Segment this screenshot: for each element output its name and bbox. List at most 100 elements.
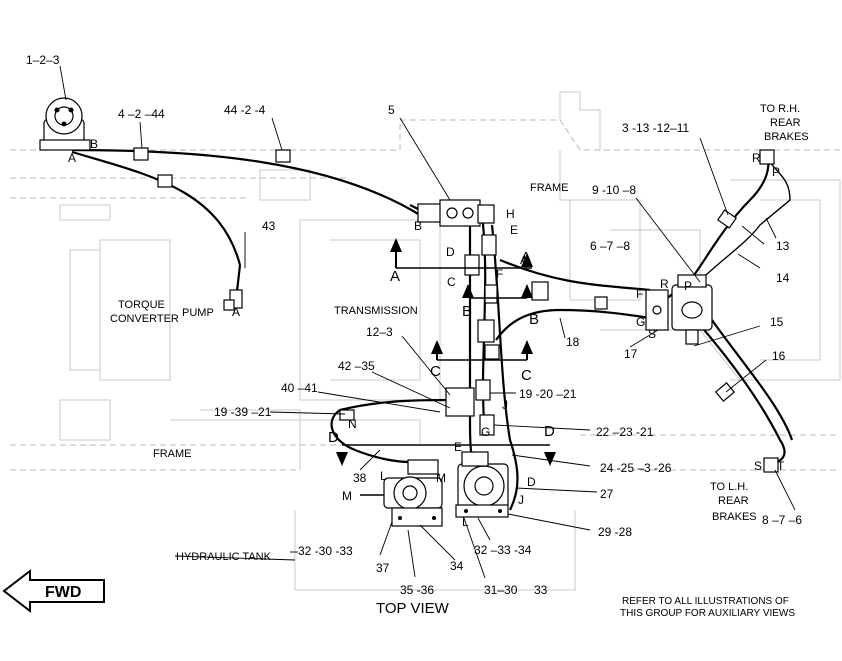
port-n: N	[348, 417, 357, 431]
label-hydraulic-tank: HYDRAULIC TANK	[176, 551, 272, 563]
callout-40-41: 40 –41	[281, 381, 318, 395]
callout-24-25-3-26: 24 -25 –3 -26	[600, 461, 672, 475]
line-transmission-right	[490, 224, 519, 511]
clamp-43	[157, 174, 173, 188]
leader-lines	[59, 65, 796, 579]
callout-numbers: 1–2–3 4 –2 –44 44 -2 -4 5 3 -13 -12–11 9…	[26, 53, 802, 597]
section-label-c-left: C	[430, 363, 441, 380]
label-pump: PUMP	[182, 307, 214, 319]
components	[39, 97, 779, 527]
port-t-brake: T	[777, 459, 785, 473]
valve-5	[417, 199, 495, 227]
section-label-a-right: A	[521, 249, 531, 266]
line-38	[330, 398, 451, 464]
port-e: E	[510, 223, 518, 237]
callout-42-35: 42 –35	[338, 359, 375, 373]
callout-12-3: 12–3	[366, 325, 393, 339]
clamp-18	[594, 296, 608, 310]
callout-34: 34	[450, 559, 464, 573]
port-d-bottom: D	[527, 475, 536, 489]
callout-37: 37	[376, 561, 390, 575]
callout-1-2-3: 1–2–3	[26, 53, 60, 67]
filter-12-3	[445, 387, 475, 417]
port-h: H	[506, 207, 515, 221]
callout-19-20-21: 19 -20 –21	[519, 387, 577, 401]
callout-22-23-21: 22 –23 -21	[596, 425, 654, 439]
aux-pump-left	[383, 459, 443, 527]
clamp-12-11	[716, 209, 738, 229]
fitting-f	[484, 284, 498, 304]
fitting-6-7-8	[531, 281, 549, 301]
callout-18: 18	[566, 335, 580, 349]
callout-35-36: 35 -36	[400, 583, 434, 597]
master-cylinder	[671, 274, 713, 345]
line-43	[71, 150, 242, 266]
label-lh-rear: REAR	[718, 495, 749, 507]
line-15-16	[699, 324, 786, 466]
port-a-valve: A	[68, 151, 76, 165]
text-labels: TO R.H. REAR BRAKES TO L.H. REAR BRAKES …	[110, 103, 809, 619]
line-13-14	[664, 157, 770, 301]
port-f-top: F	[496, 267, 503, 281]
port-p-block: P	[684, 279, 692, 293]
callout-44-2-4: 44 -2 -4	[224, 103, 266, 117]
port-b-valve5: B	[414, 219, 422, 233]
fitting-c	[464, 254, 480, 276]
callout-6-7-8-top: 6 –7 –8	[590, 239, 630, 253]
clamp-4-2-44	[133, 147, 149, 161]
section-label-b-right: B	[529, 311, 539, 328]
port-s-brake: S	[754, 459, 762, 473]
port-m-right: M	[436, 471, 446, 485]
callout-29-28: 29 -28	[598, 525, 632, 539]
callout-32-33-34: 32 –33 -34	[474, 543, 532, 557]
callout-3-13-12-11: 3 -13 -12–11	[622, 121, 689, 135]
splitter-block	[645, 289, 669, 331]
fitting-e	[481, 234, 497, 256]
label-refer-2: THIS GROUP FOR AUXILIARY VIEWS	[620, 608, 795, 619]
fitting-rh-brake	[759, 149, 775, 165]
port-b-valve: B	[90, 137, 98, 151]
port-l-right: L	[462, 515, 469, 529]
callout-5: 5	[388, 103, 395, 117]
port-f-block: F	[636, 287, 643, 301]
section-label-b-left: B	[462, 303, 472, 320]
callout-27: 27	[600, 487, 614, 501]
label-lh-brakes: BRAKES	[712, 511, 757, 523]
port-a-section: A	[520, 253, 528, 267]
label-to-lh: TO L.H.	[710, 481, 748, 493]
callout-31-30: 31–30	[484, 583, 518, 597]
callout-9-10-8: 9 -10 –8	[592, 183, 636, 197]
callout-15: 15	[770, 315, 784, 329]
callout-19-39-21: 19 -39 –21	[214, 405, 272, 419]
label-frame-top: FRAME	[530, 182, 569, 194]
fitting-lh-brake	[763, 457, 779, 473]
callout-16: 16	[772, 349, 786, 363]
fwd-label: FWD	[45, 584, 81, 601]
line-18	[495, 308, 651, 341]
callout-43: 43	[262, 219, 276, 233]
callout-14: 14	[776, 271, 790, 285]
label-transmission: TRANSMISSION	[334, 305, 418, 317]
label-rh-rear: REAR	[770, 117, 801, 129]
section-label-a-left: A	[390, 268, 400, 285]
port-p-brake: P	[772, 165, 780, 179]
label-top-view: TOP VIEW	[376, 600, 450, 617]
fitting-mid	[477, 319, 495, 343]
port-c: C	[447, 275, 456, 289]
aux-pump-right	[455, 451, 509, 518]
clamp-n	[339, 409, 355, 421]
line-4-2-44	[71, 148, 421, 216]
callout-38: 38	[353, 471, 367, 485]
label-to-rh: TO R.H.	[760, 103, 800, 115]
callout-32-30-33: 32 -30 -33	[298, 544, 353, 558]
port-m-left: M	[342, 489, 352, 503]
fwd-arrow: FWD	[2, 568, 105, 614]
section-label-d-right: D	[544, 423, 555, 440]
port-e-bottom: E	[454, 440, 462, 454]
port-r-block: R	[660, 277, 669, 291]
port-l-left: L	[380, 469, 387, 483]
clamp-44-2-4	[275, 149, 291, 163]
port-j-bottom: J	[518, 493, 524, 507]
